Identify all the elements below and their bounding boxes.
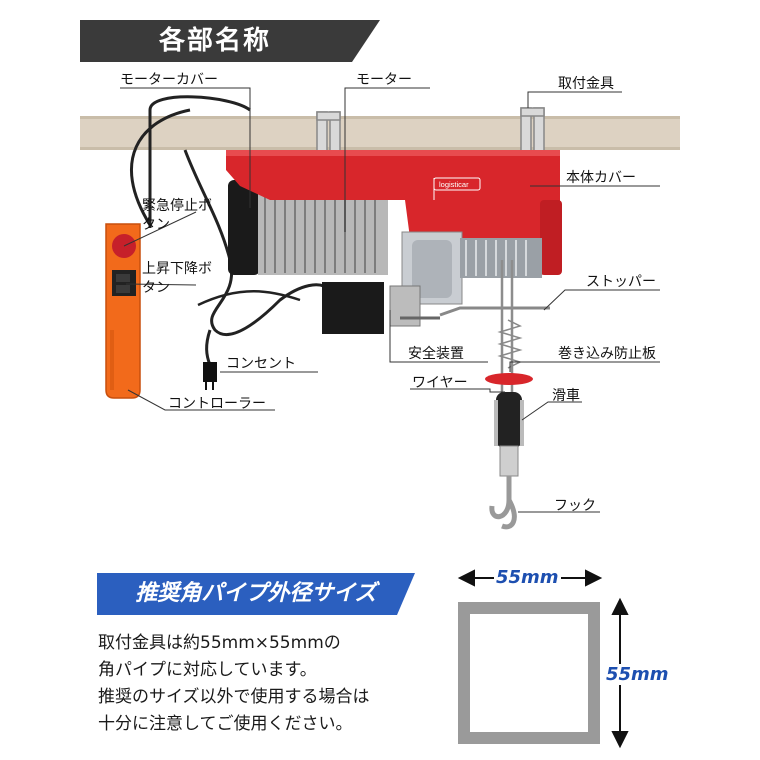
label-emergency-stop: 緊急停止ボタン [142, 198, 212, 233]
switch-box [322, 282, 384, 334]
label-hook: フック [554, 498, 596, 514]
pipe-note-line: 推奨のサイズ以外で使用する場合は [98, 687, 370, 707]
pipe-note-line: 取付金具は約55mm×55mmの [98, 633, 341, 653]
pipe-banner-title: 推奨角パイプ外径サイズ [135, 581, 377, 606]
svg-text:logisticar: logisticar [439, 180, 469, 189]
section-banner: 各部名称 [80, 20, 380, 62]
section-title: 各部名称 [158, 26, 271, 56]
label-controller: コントローラー [168, 396, 266, 412]
hoist-illustration: logisticar [80, 87, 680, 530]
anti-winding-plate [485, 373, 533, 385]
height-dimension-label: 55mm [604, 664, 671, 685]
pipe-note-line: 角パイプに対応しています。 [98, 660, 317, 680]
ceiling-beam [80, 116, 680, 150]
label-body-cover: 本体カバー [566, 170, 636, 186]
pipe-note: 取付金具は約55mm×55mmの 角パイプに対応しています。 推奨のサイズ以外で… [98, 630, 458, 738]
width-dimension-label: 55mm [494, 567, 561, 588]
label-safety-device: 安全装置 [408, 346, 464, 362]
banner-shape [80, 20, 380, 62]
hook [489, 476, 517, 530]
stopper-arm [439, 306, 550, 317]
pipe-banner: 推奨角パイプ外径サイズ [97, 573, 415, 615]
label-outlet: コンセント [226, 356, 296, 372]
label-stopper: ストッパー [586, 274, 656, 290]
label-mount-bracket: 取付金具 [558, 76, 614, 92]
square-pipe [458, 602, 600, 744]
label-motor: モーター [356, 72, 412, 88]
label-up-down-button: 上昇下降ボタン [142, 261, 212, 296]
pipe-banner-shape [97, 573, 415, 615]
label-pulley: 滑車 [552, 388, 580, 404]
brand-logo: logisticar [433, 177, 481, 200]
motor-cap [228, 180, 260, 275]
pipe-note-line: 十分に注意してご使用ください。 [98, 714, 353, 734]
label-wire: ワイヤー [412, 375, 468, 391]
plug [203, 362, 217, 390]
controller-pendant [105, 223, 141, 399]
label-anti-winding-plate: 巻き込み防止板 [558, 346, 656, 362]
width-arrow [457, 569, 603, 587]
label-motor-cover: モーターカバー [120, 72, 218, 88]
body-cover [226, 150, 560, 238]
